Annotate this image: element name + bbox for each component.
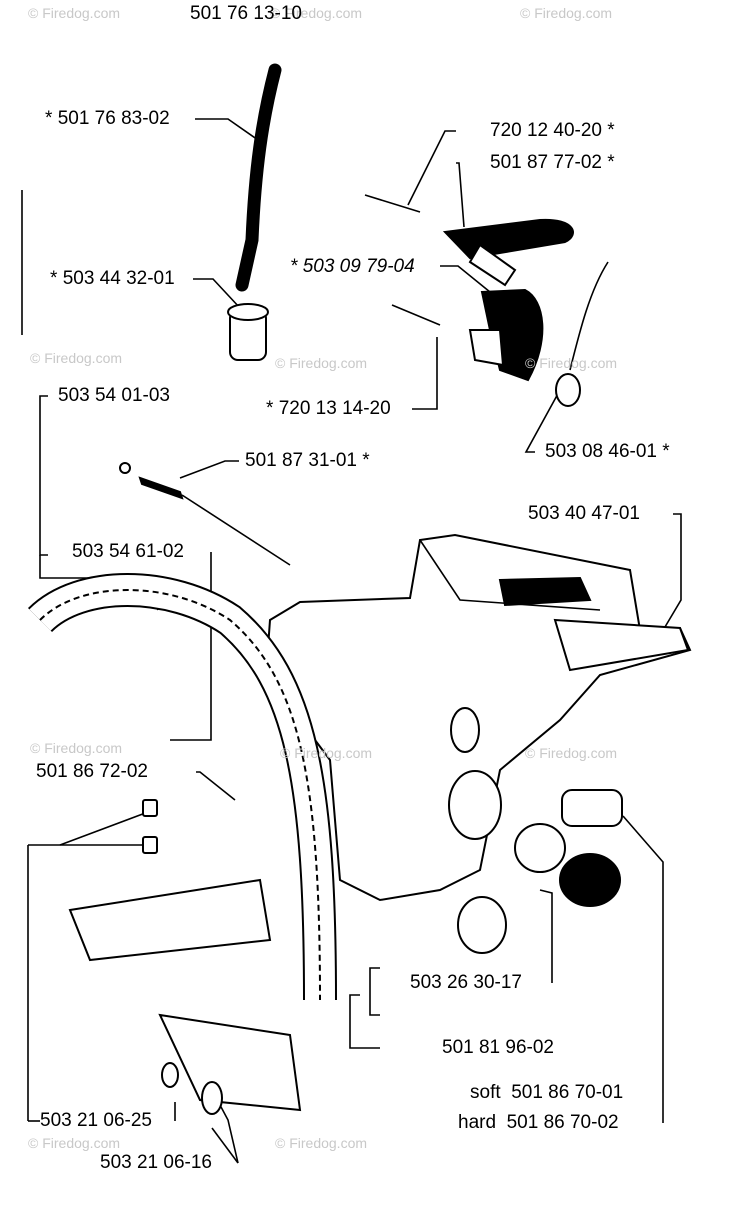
part-label: * 503 09 79-04 bbox=[290, 256, 415, 277]
part-label: 501 87 77-02 * bbox=[490, 152, 615, 173]
part-label: 501 76 13-10 bbox=[190, 3, 302, 24]
part-label: 501 87 31-01 * bbox=[245, 450, 370, 471]
watermark: © Firedog.com bbox=[28, 1135, 121, 1151]
body-drawing bbox=[263, 533, 692, 902]
part-label: 503 54 01-03 bbox=[58, 385, 170, 406]
part-label: * 503 44 32-01 bbox=[50, 268, 175, 289]
part-label: hard 501 86 70-02 bbox=[458, 1112, 619, 1133]
watermark: © Firedog.com bbox=[30, 740, 123, 756]
strainer-drawing bbox=[227, 303, 269, 361]
trigger-drawing bbox=[364, 194, 609, 407]
part-label: 503 40 47-01 bbox=[528, 503, 640, 524]
part-label: 503 21 06-16 bbox=[100, 1152, 212, 1173]
watermark: © Firedog.com bbox=[525, 745, 618, 761]
watermark: © Firedog.com bbox=[520, 5, 613, 21]
hose-drawing bbox=[235, 63, 282, 292]
watermark: © Firedog.com bbox=[270, 5, 363, 21]
handle-drawing bbox=[27, 573, 337, 1112]
watermark: © Firedog.com bbox=[525, 355, 618, 371]
part-label: 503 54 61-02 bbox=[72, 541, 184, 562]
small-parts-drawing bbox=[142, 789, 623, 1115]
part-label: 501 86 72-02 bbox=[36, 761, 148, 782]
part-label: 501 81 96-02 bbox=[442, 1037, 554, 1058]
watermark: © Firedog.com bbox=[275, 1135, 368, 1151]
watermark: © Firedog.com bbox=[30, 350, 123, 366]
part-label: * 501 76 83-02 bbox=[45, 108, 170, 129]
part-label: soft 501 86 70-01 bbox=[470, 1082, 624, 1103]
part-label: 503 21 06-25 bbox=[40, 1110, 152, 1131]
watermark: © Firedog.com bbox=[28, 5, 121, 21]
part-label: * 720 13 14-20 bbox=[266, 398, 391, 419]
part-label: 503 08 46-01 * bbox=[545, 441, 670, 462]
watermark: © Firedog.com bbox=[280, 745, 373, 761]
needle-drawing bbox=[119, 462, 291, 566]
part-label: 503 26 30-17 bbox=[410, 972, 522, 993]
watermark: © Firedog.com bbox=[275, 355, 368, 371]
part-label: 720 12 40-20 * bbox=[490, 120, 615, 141]
